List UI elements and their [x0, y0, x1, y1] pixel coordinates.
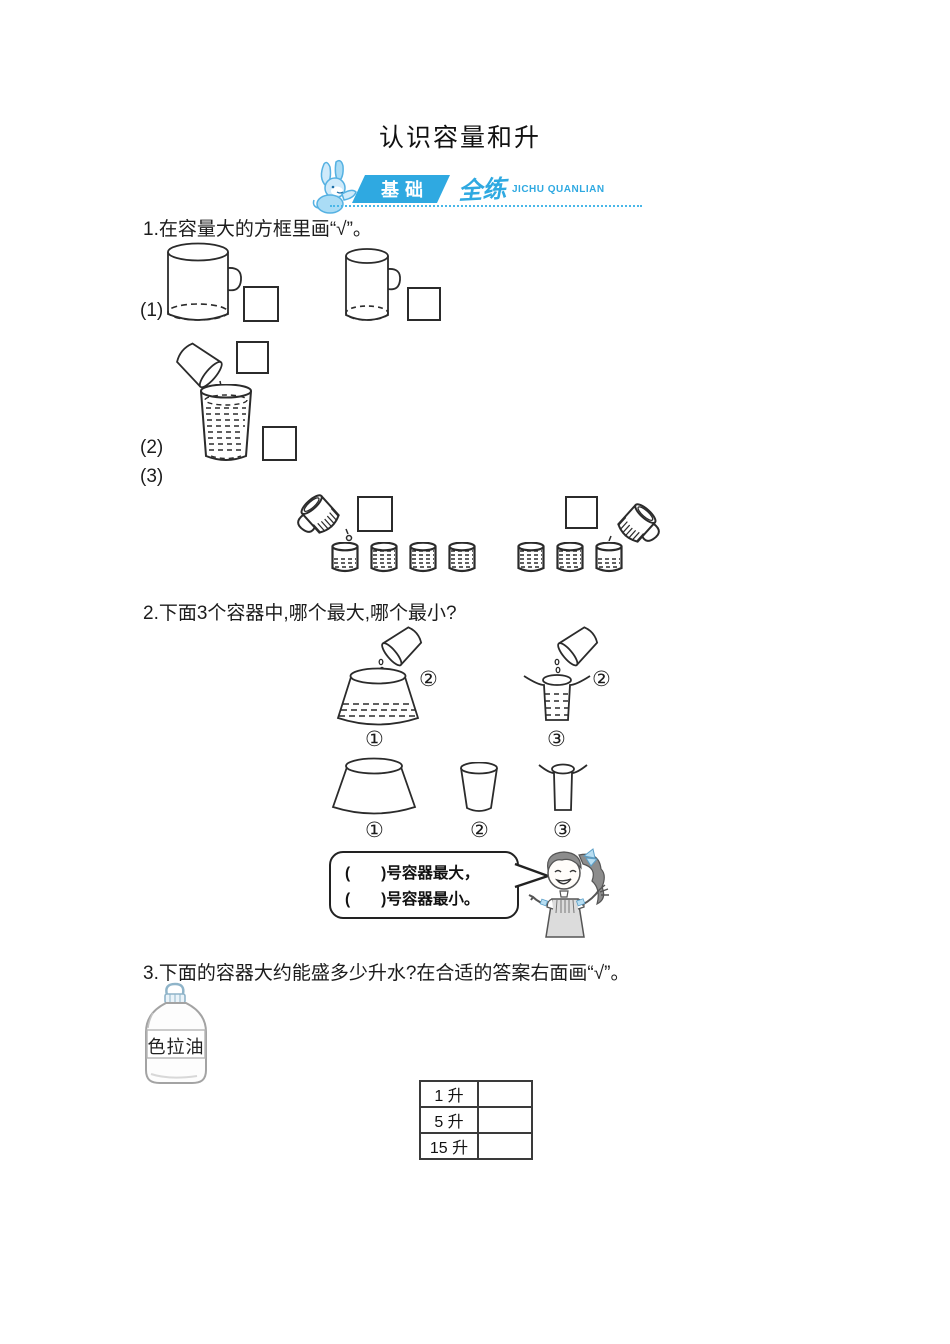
capacity-option-3: 15 升 [419, 1132, 479, 1160]
speech-bubble-line1: ( )号容器最大， [345, 865, 480, 882]
answer-cell-3[interactable] [477, 1132, 533, 1160]
answer-checkbox-q1-3a[interactable] [357, 496, 393, 532]
question1-item1-label: (1) [140, 300, 164, 321]
container-label-pour-left-basin: ① [365, 728, 384, 751]
speech-bubble: ( )号容器最大， ( )号容器最小。 [329, 851, 519, 919]
container-label-pour-right-cup: ② [592, 668, 611, 691]
badge-jichu-label: 基础 [381, 180, 429, 200]
badge-jichu: 基础 [352, 175, 450, 203]
capacity-option-2: 5 升 [419, 1106, 479, 1134]
page-title: 认识容量和升 [378, 124, 541, 152]
cup-empty-illustration [460, 762, 498, 812]
basin-empty-illustration [331, 757, 417, 815]
capacity-answer-table: 1 升 5 升 15 升 [419, 1080, 533, 1160]
question3-prompt: 3.下面的容器大约能盛多少升水?在合适的答案右面画“√”。 [143, 963, 630, 984]
answer-checkbox-q1-3b[interactable] [565, 496, 598, 529]
answer-checkbox-q1-1a[interactable] [243, 286, 279, 322]
large-mug-illustration [167, 242, 242, 321]
kettle-left-illustration [297, 494, 353, 542]
badge-quanlian-label: 全练 [457, 175, 507, 206]
question1-item3-label: (3) [140, 466, 164, 487]
speech-bubble-line2: ( )号容器最小。 [345, 891, 480, 908]
water-cups-right-illustration [517, 542, 623, 573]
vase-with-water-illustration [523, 674, 591, 721]
container-label-pour-right-vase: ③ [547, 728, 566, 751]
question1-prompt: 1.在容量大的方框里画“√”。 [143, 219, 372, 240]
table-row: 5 升 [419, 1106, 533, 1134]
table-row: 1 升 [419, 1080, 533, 1108]
speech-bubble-tail [514, 862, 549, 889]
answer-cell-1[interactable] [477, 1080, 533, 1108]
banner-divider [330, 204, 642, 207]
oil-bottle-illustration [145, 982, 207, 1084]
table-row: 15 升 [419, 1132, 533, 1160]
kettle-right-illustration [604, 503, 660, 549]
answer-checkbox-q1-2b[interactable] [262, 426, 297, 461]
row-container1-label: ① [365, 819, 384, 842]
row-container3-label: ③ [553, 819, 572, 842]
water-cups-left-illustration [331, 542, 476, 573]
pour-cup-left-illustration [378, 626, 423, 674]
girl-character-illustration [528, 848, 609, 938]
answer-checkbox-q1-1b[interactable] [407, 287, 441, 321]
vase-empty-illustration [538, 763, 588, 811]
pouring-cup-illustration [176, 342, 226, 393]
oil-bottle-label: 色拉油 [147, 1037, 205, 1057]
section-banner: 基础 全练 JICHU QUANLIAN [308, 158, 648, 214]
answer-cell-2[interactable] [477, 1106, 533, 1134]
question1-item2-label: (2) [140, 437, 164, 458]
pour-cup-right-illustration [554, 626, 599, 674]
rabbit-mascot-icon [312, 159, 357, 214]
question2-prompt: 2.下面3个容器中,哪个最大,哪个最小? [143, 603, 457, 624]
water-glass-illustration [200, 384, 252, 461]
banner-subtitle: JICHU QUANLIAN [512, 184, 605, 195]
row-container2-label: ② [470, 819, 489, 842]
container-label-pour-left-cup: ② [419, 668, 438, 691]
basin-with-water-illustration [336, 667, 420, 726]
answer-checkbox-q1-2a[interactable] [236, 341, 269, 374]
capacity-option-1: 1 升 [419, 1080, 479, 1108]
small-mug-illustration [345, 248, 401, 321]
